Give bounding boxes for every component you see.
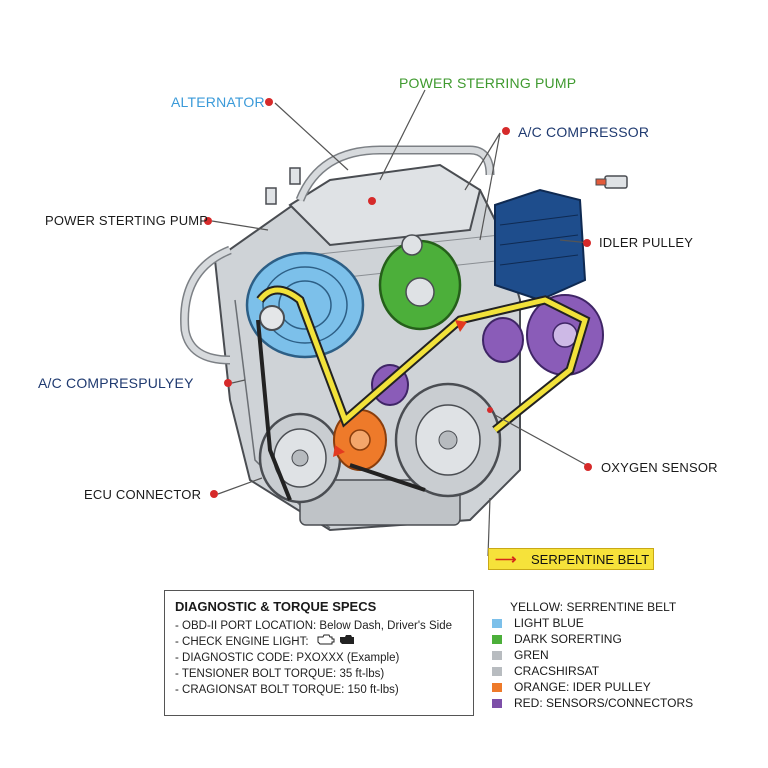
ac-compressor xyxy=(494,188,587,302)
legend-label: YELLOW: SERRENTINE BELT xyxy=(510,600,677,614)
power-steering-pump xyxy=(378,234,462,331)
legend-item: GREN xyxy=(492,648,722,664)
label-ecu-connector: ECU CONNECTOR xyxy=(84,487,202,502)
legend-label: GREN xyxy=(514,648,549,662)
legend-swatch xyxy=(492,683,502,692)
legend-label: RED: SENSORS/CONNECTORS xyxy=(514,696,694,710)
arrow-right-icon: ⟶ xyxy=(495,551,517,568)
dot-oxygen xyxy=(584,463,592,471)
intake-pipes xyxy=(180,145,495,365)
spec-line-check-engine-text: - CHECK ENGINE LIGHT: xyxy=(175,636,309,648)
legend-swatch xyxy=(492,667,502,676)
legend-label: DARK SORERTING xyxy=(514,632,622,646)
serpentine-belt-text: SERPENTINE BELT xyxy=(531,552,650,567)
legend-swatch xyxy=(492,699,502,708)
check-engine-icon xyxy=(317,634,354,645)
legend-item: LIGHT BLUE xyxy=(492,616,722,632)
label-idler-pulley: IDLER PULLEY xyxy=(599,235,694,250)
damper-pulley xyxy=(394,382,502,498)
legend-item: CRACSHIRSAT xyxy=(492,664,722,680)
label-ac-pulley: A/C COMPRESPULYEY xyxy=(38,375,194,391)
pipe-fitting-left xyxy=(265,187,277,205)
legend-swatch xyxy=(492,619,502,628)
dot-power-steering-left xyxy=(204,217,212,225)
dot-ac-compressor xyxy=(502,127,510,135)
spec-line-tensioner-torque: - TENSIONER BOLT TORQUE: 35 ft-lbs) xyxy=(175,668,385,680)
spec-line-check-engine: - CHECK ENGINE LIGHT: xyxy=(175,634,463,650)
dot-alternator xyxy=(265,98,273,106)
label-ac-compressor: A/C COMPRESSOR xyxy=(518,124,650,140)
legend-item: RED: SENSORS/CONNECTORS xyxy=(492,696,722,712)
legend-item: ORANGE: IDER PULLEY xyxy=(492,680,722,696)
dot-block xyxy=(487,407,493,413)
specs-title: DIAGNOSTIC & TORQUE SPECS xyxy=(175,599,377,614)
dot-ac-pulley xyxy=(224,379,232,387)
spec-line-obd: - OBD-II PORT LOCATION: Below Dash, Driv… xyxy=(175,620,452,632)
leader-lines xyxy=(211,89,591,557)
diagnostic-specs-box: DIAGNOSTIC & TORQUE SPECS - OBD-II PORT … xyxy=(164,590,474,716)
spec-line-diagnostic-code: - DIAGNOSTIC CODE: PXOXXX (Example) xyxy=(175,652,400,664)
dot-idler xyxy=(583,239,591,247)
tensioner-pulley xyxy=(333,409,387,471)
label-power-sterting-pump: POWER STERTING PUMP xyxy=(45,213,209,228)
legend-item: DARK SORERTING xyxy=(492,632,722,648)
spec-line-crank-torque: - CRAGIONSAT BOLT TORQUE: 150 ft-lbs) xyxy=(175,684,399,696)
label-alternator: ALTERNATOR xyxy=(171,94,265,110)
legend-label: LIGHT BLUE xyxy=(514,616,584,630)
dot-power-steering xyxy=(368,197,376,205)
pipe-fitting-top xyxy=(289,167,301,185)
belt-arrow-2 xyxy=(333,445,345,457)
serpentine-belt xyxy=(256,285,591,501)
legend-label: ORANGE: IDER PULLEY xyxy=(514,680,651,694)
sensor-plug xyxy=(595,175,628,189)
legend-item: YELLOW: SERRENTINE BELT xyxy=(492,600,722,616)
dot-ecu xyxy=(210,490,218,498)
serpentine-belt-label: ⟶ SERPENTINE BELT xyxy=(488,548,654,570)
sensor-dots xyxy=(204,98,592,498)
color-legend: YELLOW: SERRENTINE BELT LIGHT BLUE DARK … xyxy=(492,600,722,712)
legend-swatch xyxy=(492,635,502,644)
legend-swatch xyxy=(492,651,502,660)
legend-label: CRACSHIRSAT xyxy=(514,664,600,678)
label-oxygen-sensor: OXYGEN SENSOR xyxy=(601,460,718,475)
belt-arrow-1 xyxy=(455,320,467,332)
label-power-steering-pump: POWER STERRING PUMP xyxy=(399,75,577,91)
